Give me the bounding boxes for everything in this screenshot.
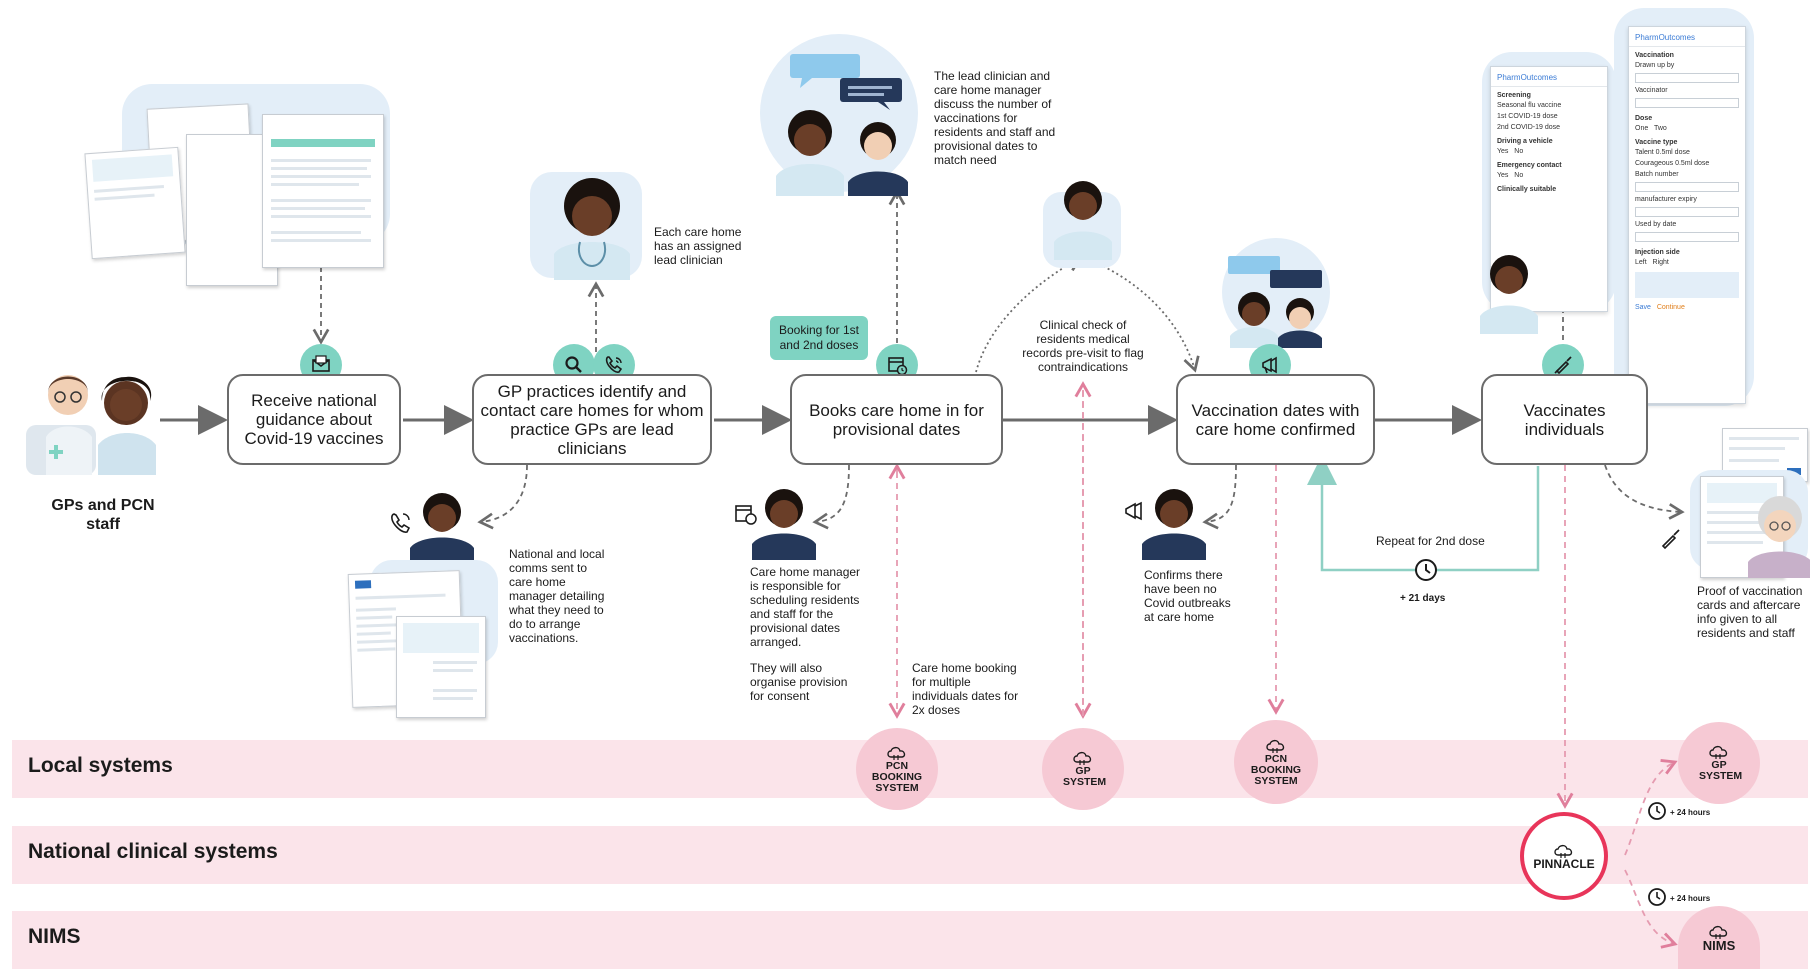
note-booking-multiple: Care home booking for multiple individua…	[912, 661, 1019, 717]
pinnacle-system[interactable]: PINNACLE	[1520, 812, 1608, 900]
form-screening-title: Screening	[1497, 92, 1531, 99]
pinnacle-label: PINNACLE	[1533, 856, 1595, 871]
discuss-illustration	[776, 54, 908, 196]
form-emergency-yes[interactable]: Yes	[1497, 172, 1509, 179]
pcn-booking-system-1-label: PCN BOOKING SYSTEM	[871, 759, 923, 794]
confirmed-discuss-illustration	[1228, 256, 1322, 348]
lead-clinician-illustration	[554, 178, 630, 280]
outbreak-check-illustration	[1142, 489, 1206, 560]
step-vaccinates-individuals[interactable]: Vaccinates individuals	[1481, 374, 1648, 465]
cloud-icon	[1709, 925, 1728, 939]
gp-system-1-label: GP SYSTEM	[1063, 765, 1107, 788]
form-vaccination-brand: PharmOutcomes	[1629, 27, 1745, 47]
form-q3[interactable]: 2nd COVID-19 dose	[1497, 124, 1561, 131]
form-vaccinator: Vaccinator	[1635, 87, 1668, 94]
form-drawn-by: Drawn up by	[1635, 62, 1675, 69]
gp-system-1[interactable]: GP SYSTEM	[1042, 728, 1124, 810]
note-manager-responsible: Care home manager is responsible for sch…	[750, 565, 861, 649]
outbreak-megaphone-icon	[1125, 501, 1142, 521]
timer-21-days-icon	[1415, 559, 1437, 581]
lane-label-national: National clinical systems	[28, 840, 278, 863]
form-emergency-no[interactable]: No	[1514, 172, 1524, 179]
vaccinator-illustration	[1480, 255, 1538, 334]
note-24-hours-a: + 24 hours	[1670, 808, 1711, 817]
lane-nims: NIMS	[12, 911, 1808, 969]
gp-system-2[interactable]: GP SYSTEM	[1678, 722, 1760, 804]
note-no-outbreaks: Confirms there have been no Covid outbre…	[1144, 568, 1231, 624]
note-consent: They will also organise provision for co…	[750, 661, 848, 703]
note-repeat-2nd-dose: Repeat for 2nd dose	[1376, 534, 1485, 548]
note-comms: National and local comms sent to care ho…	[509, 547, 605, 645]
form-used-by: Used by date	[1635, 221, 1677, 228]
comms-phone-icon	[391, 513, 411, 533]
form-vaccination-title: Vaccination	[1635, 52, 1674, 59]
form-injection-side: Injection side	[1635, 249, 1680, 256]
lane-label-nims: NIMS	[28, 925, 81, 948]
form-side-right[interactable]: Right	[1652, 259, 1669, 266]
form-continue-link[interactable]: Continue	[1656, 304, 1685, 311]
cloud-icon	[1266, 739, 1285, 753]
gps-pcn-label: GPs and PCN staff	[51, 497, 155, 533]
clinical-check-illustration	[1054, 181, 1112, 260]
pcn-booking-system-2-label: PCN BOOKING SYSTEM	[1250, 752, 1302, 787]
form-batch-input[interactable]	[1635, 182, 1739, 192]
resident-illustration	[1748, 496, 1810, 578]
cloud-icon	[1073, 751, 1092, 765]
form-q1[interactable]: Seasonal flu vaccine	[1497, 102, 1562, 109]
form-side-left[interactable]: Left	[1635, 259, 1647, 266]
manager-calendar-icon	[735, 505, 757, 525]
form-driving: Driving a vehicle	[1497, 138, 1553, 145]
form-screening-brand: PharmOutcomes	[1491, 67, 1607, 87]
note-discuss: The lead clinician and care home manager…	[934, 69, 1056, 167]
proof-syringe-icon	[1661, 529, 1680, 550]
pcn-booking-system-1[interactable]: PCN BOOKING SYSTEM	[856, 728, 938, 810]
booking-doses-badge: Booking for 1st and 2nd doses	[770, 316, 868, 360]
gp-pcn-staff-illustration	[26, 375, 156, 475]
note-proof: Proof of vaccination cards and aftercare…	[1697, 584, 1803, 640]
form-driving-no[interactable]: No	[1514, 148, 1524, 155]
step-books-care-home[interactable]: Books care home in for provisional dates	[790, 374, 1003, 465]
pcn-booking-system-2[interactable]: PCN BOOKING SYSTEM	[1234, 720, 1318, 804]
form-q2[interactable]: 1st COVID-19 dose	[1497, 113, 1558, 120]
care-home-manager-comms-illustration	[410, 493, 474, 564]
lane-label-local: Local systems	[28, 754, 173, 777]
form-drawn-by-input[interactable]	[1635, 73, 1739, 83]
timer-24h-b-icon	[1648, 888, 1666, 906]
form-type-b[interactable]: Courageous 0.5ml dose	[1635, 160, 1710, 167]
form-vaccinator-input[interactable]	[1635, 98, 1739, 108]
step-dates-confirmed[interactable]: Vaccination dates with care home confirm…	[1176, 374, 1375, 465]
gp-system-2-label: GP SYSTEM	[1699, 759, 1743, 782]
form-save-link[interactable]: Save	[1635, 304, 1651, 311]
note-lead-clinician: Each care home has an assigned lead clin…	[654, 225, 742, 267]
step-identify-care-homes[interactable]: GP practices identify and contact care h…	[472, 374, 712, 465]
form-expiry: manufacturer expiry	[1635, 196, 1697, 203]
guidance-doc-front	[262, 114, 384, 268]
lane-national-clinical: National clinical systems	[12, 826, 1808, 884]
note-clinical-check: Clinical check of residents medical reco…	[1022, 318, 1144, 374]
comms-doc-front	[396, 616, 486, 718]
form-emergency: Emergency contact	[1497, 162, 1562, 169]
form-dose-two[interactable]: Two	[1653, 125, 1667, 132]
nims-system[interactable]: NIMS	[1678, 906, 1760, 969]
form-type-a[interactable]: Talent 0.5ml dose	[1635, 149, 1690, 156]
form-driving-yes[interactable]: Yes	[1497, 148, 1509, 155]
cloud-icon	[887, 746, 906, 760]
form-vaccination: PharmOutcomes Vaccination Drawn up by Va…	[1628, 26, 1746, 404]
note-24-hours-b: + 24 hours	[1670, 894, 1711, 903]
step-receive-guidance[interactable]: Receive national guidance about Covid-19…	[227, 374, 401, 465]
form-batch: Batch number	[1635, 171, 1679, 178]
form-dose-one[interactable]: One	[1635, 125, 1649, 132]
cloud-icon	[1554, 844, 1573, 858]
form-used-by-input[interactable]	[1635, 232, 1739, 242]
form-dose: Dose	[1635, 115, 1653, 122]
form-vaccine-type: Vaccine type	[1635, 139, 1678, 146]
cloud-icon	[1709, 745, 1728, 759]
form-suitable: Clinically suitable	[1497, 186, 1557, 193]
guidance-doc-left	[84, 146, 186, 260]
form-expiry-input[interactable]	[1635, 207, 1739, 217]
care-home-manager-illustration	[752, 489, 816, 560]
timer-24h-a-icon	[1648, 802, 1666, 820]
nims-label: NIMS	[1702, 938, 1736, 953]
note-21-days: + 21 days	[1400, 593, 1446, 604]
